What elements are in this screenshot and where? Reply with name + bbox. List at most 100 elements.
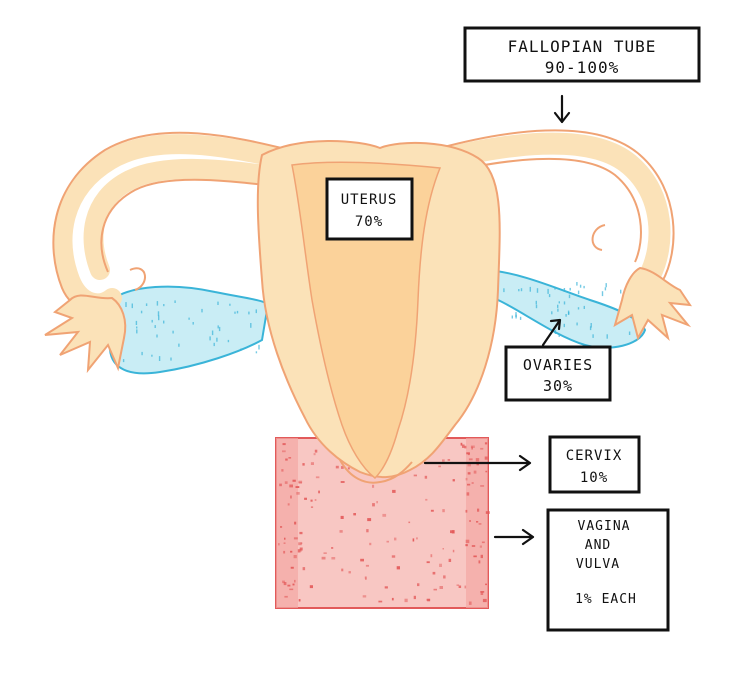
speckle: [424, 475, 428, 479]
speckle: [605, 283, 607, 288]
speckle: [604, 287, 607, 291]
speckle: [217, 325, 219, 329]
right-fallopian-tube: [429, 132, 671, 286]
speckle: [433, 588, 437, 591]
speckle: [367, 518, 372, 522]
speckle: [372, 503, 375, 507]
speckle: [430, 554, 433, 558]
speckle: [482, 598, 487, 603]
speckle: [318, 490, 320, 494]
speckle: [404, 598, 408, 603]
speckle: [314, 449, 318, 453]
speckle: [248, 311, 250, 315]
speckle: [284, 537, 286, 540]
speckle: [304, 497, 307, 500]
cervix-percent: 10%: [580, 470, 608, 486]
speckle: [520, 288, 523, 292]
speckle: [340, 515, 344, 519]
speckle: [299, 547, 303, 551]
speckle: [192, 322, 194, 325]
speckle: [287, 503, 290, 506]
speckle: [156, 334, 158, 338]
speckle: [347, 467, 350, 470]
speckle: [529, 286, 531, 292]
speckle: [536, 288, 539, 293]
speckle: [485, 511, 490, 514]
right-ovary: [484, 268, 647, 349]
speckle: [480, 485, 485, 487]
speckle: [438, 465, 441, 468]
speckle: [577, 307, 580, 310]
speckle: [554, 286, 556, 290]
speckle: [365, 578, 367, 580]
speckle: [386, 540, 389, 543]
arrow-fallopian-tube: [553, 94, 571, 124]
speckle: [300, 542, 303, 545]
speckle: [365, 564, 369, 567]
speckle: [519, 316, 522, 320]
speckle: [283, 582, 287, 586]
speckle: [294, 579, 296, 583]
fallopian-tube-percent: 90-100%: [545, 58, 619, 77]
speckle: [136, 329, 138, 334]
speckle: [412, 538, 415, 542]
speckle: [293, 555, 297, 559]
speckle: [535, 304, 538, 309]
speckle: [484, 442, 488, 445]
speckle: [473, 555, 477, 558]
speckle: [451, 530, 455, 534]
speckle: [378, 600, 383, 603]
speckle: [299, 531, 303, 535]
left-ovary: [107, 285, 270, 375]
speckle: [209, 336, 211, 341]
speckle: [188, 317, 190, 320]
left-fallopian-tube: [52, 134, 300, 314]
speckle: [302, 567, 306, 571]
speckle: [290, 550, 293, 553]
speckle: [442, 548, 444, 550]
speckle: [314, 499, 317, 501]
speckle: [293, 537, 298, 540]
speckle: [589, 326, 592, 331]
right-tube-curl: [591, 224, 606, 251]
speckle: [503, 288, 505, 293]
speckle: [601, 291, 604, 297]
speckle: [292, 583, 295, 586]
speckle: [464, 445, 467, 449]
speckle: [469, 520, 471, 522]
speckle: [295, 486, 300, 488]
speckle: [480, 591, 484, 595]
ovaries-percent: 30%: [543, 377, 573, 395]
speckle: [448, 558, 452, 562]
speckle: [287, 584, 291, 587]
speckle: [568, 294, 571, 299]
speckle: [480, 447, 484, 450]
speckle: [310, 506, 314, 508]
left-tube-curl: [129, 267, 146, 291]
speckle: [620, 289, 622, 294]
speckle: [321, 556, 326, 560]
speckle: [290, 566, 294, 569]
speckle: [511, 315, 513, 319]
speckle: [158, 315, 160, 321]
speckle: [258, 344, 260, 350]
speckle: [518, 289, 520, 292]
speckle: [432, 571, 436, 575]
speckle: [282, 580, 285, 584]
speckle: [471, 446, 473, 450]
fallopian-tube-name: FALLOPIAN TUBE: [508, 37, 657, 56]
speckle: [362, 595, 367, 598]
speckle: [478, 560, 481, 564]
speckle: [151, 354, 153, 357]
speckle: [467, 463, 471, 467]
speckle: [478, 523, 482, 525]
speckle: [551, 311, 553, 315]
speckle: [331, 547, 334, 549]
speckle: [583, 305, 585, 309]
speckle: [240, 348, 242, 351]
speckle: [296, 492, 300, 495]
speckle: [250, 323, 252, 328]
speckle: [201, 308, 203, 313]
speckle: [471, 545, 476, 547]
speckle: [485, 583, 487, 586]
